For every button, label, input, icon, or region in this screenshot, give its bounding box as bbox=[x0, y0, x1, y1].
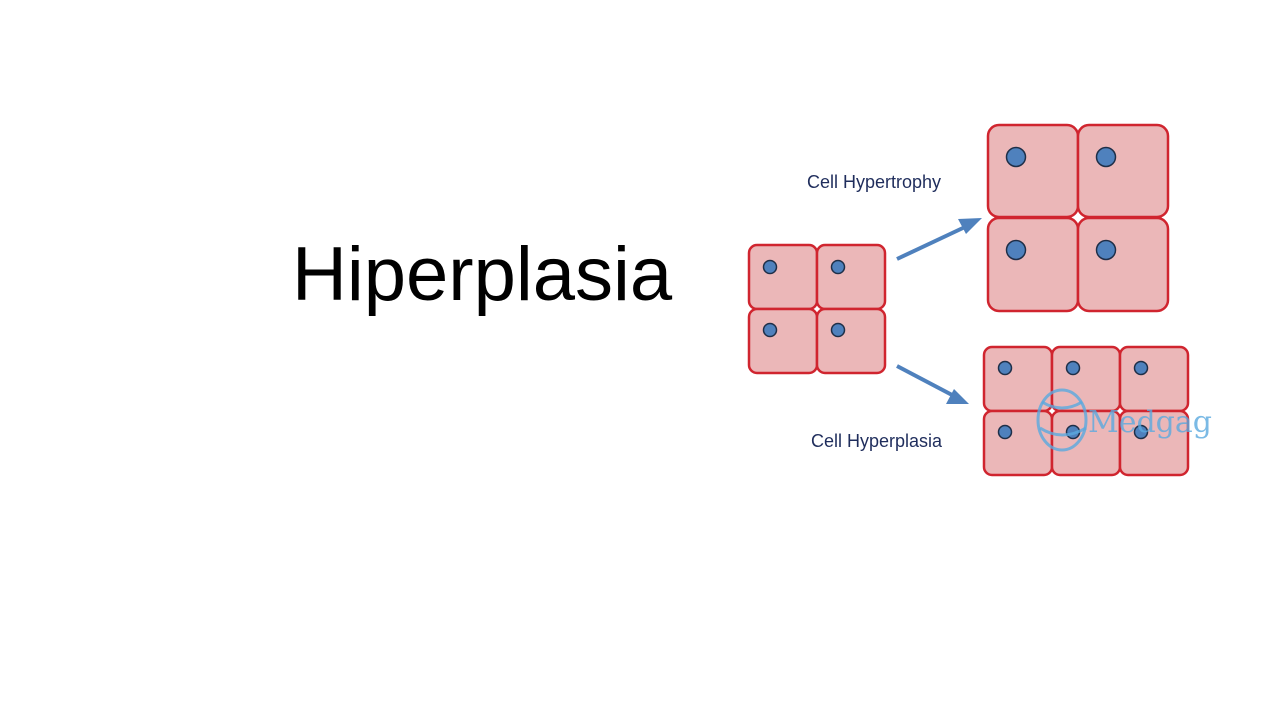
slide-title: Hiperplasia bbox=[292, 232, 673, 317]
normal-cell bbox=[747, 307, 819, 375]
enlarged-cell bbox=[986, 216, 1080, 313]
hyperplasia-cell-group bbox=[982, 345, 1190, 477]
normal-cell bbox=[747, 243, 819, 311]
normal-cell bbox=[815, 243, 887, 311]
proliferated-cell bbox=[1050, 345, 1122, 413]
hyperplasia-label: Cell Hyperplasia bbox=[811, 431, 943, 451]
watermark-text: Medgag bbox=[1088, 405, 1212, 440]
proliferated-cell bbox=[982, 409, 1054, 477]
hypertrophy-label: Cell Hypertrophy bbox=[807, 172, 941, 192]
arrow-to-hyperplasia bbox=[896, 364, 969, 404]
proliferated-cell bbox=[1118, 345, 1190, 413]
enlarged-cell bbox=[1076, 123, 1170, 219]
hypertrophy-cell-group bbox=[986, 123, 1170, 313]
proliferated-cell bbox=[1118, 409, 1190, 477]
enlarged-cell bbox=[986, 123, 1080, 219]
normal-cell bbox=[815, 307, 887, 375]
enlarged-cell bbox=[1076, 216, 1170, 313]
arrow-to-hypertrophy bbox=[896, 218, 982, 261]
normal-cell-group bbox=[747, 243, 887, 375]
watermark-logo: Medgag bbox=[1036, 388, 1212, 452]
